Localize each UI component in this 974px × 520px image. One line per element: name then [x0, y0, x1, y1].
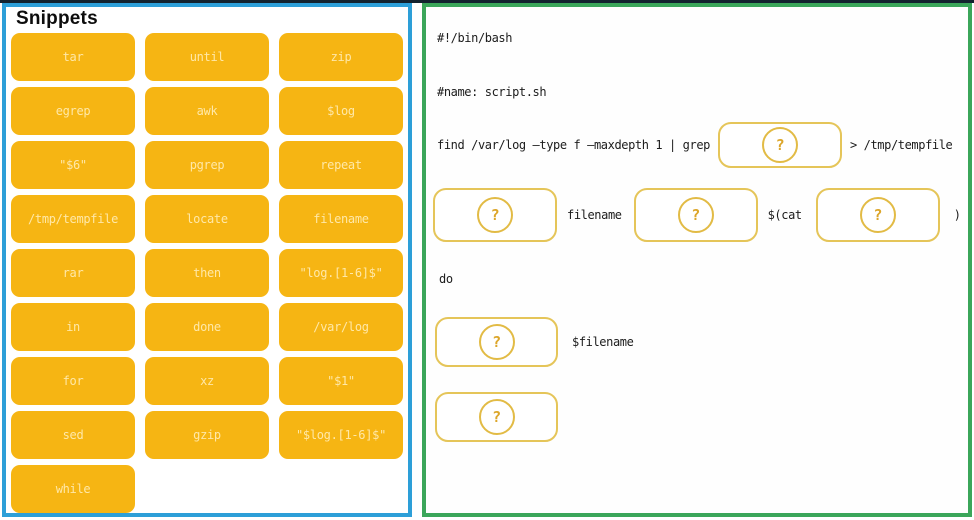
drop-zone-grep-arg[interactable]: ?	[718, 122, 842, 168]
snippet-button[interactable]: until	[145, 33, 269, 81]
snippet-button[interactable]: in	[11, 303, 135, 351]
drop-zone-loop-end[interactable]: ?	[435, 392, 558, 442]
question-mark-icon: ?	[477, 197, 513, 233]
snippet-button[interactable]: pgrep	[145, 141, 269, 189]
snippets-grid: tar until zip egrep awk $log "$6" pgrep …	[6, 33, 408, 513]
snippet-button[interactable]: zip	[279, 33, 403, 81]
loop-variable-text: filename	[567, 208, 622, 222]
code-line-shebang: #!/bin/bash	[437, 31, 512, 45]
snippets-panel: Snippets tar until zip egrep awk $log "$…	[2, 3, 412, 517]
snippet-button[interactable]: filename	[279, 195, 403, 243]
snippet-button[interactable]: done	[145, 303, 269, 351]
snippet-button[interactable]: /tmp/tempfile	[11, 195, 135, 243]
find-redirect-text: > /tmp/tempfile	[850, 138, 953, 152]
code-line-do: do	[439, 272, 453, 286]
drop-zone-cat-arg[interactable]: ?	[815, 188, 940, 242]
snippet-button[interactable]: while	[11, 465, 135, 513]
code-line-name-comment: #name: script.sh	[437, 85, 547, 99]
snippet-button[interactable]: "$1"	[279, 357, 403, 405]
paren-close-text: )	[953, 208, 961, 222]
name-comment-text: #name: script.sh	[437, 85, 547, 99]
code-line-find: find /var/log –type f –maxdepth 1 | grep…	[437, 122, 953, 168]
snippet-button[interactable]: "log.[1-6]$"	[279, 249, 403, 297]
snippet-button[interactable]: "$log.[1-6]$"	[279, 411, 403, 459]
body-variable-text: $filename	[572, 335, 634, 349]
code-line-loop-header: ? filename ? $(cat ? )	[433, 188, 961, 242]
question-mark-icon: ?	[762, 127, 798, 163]
do-keyword-text: do	[439, 272, 453, 286]
question-mark-icon: ?	[478, 399, 515, 435]
snippet-button[interactable]: repeat	[279, 141, 403, 189]
script-panel: #!/bin/bash #name: script.sh find /var/l…	[422, 3, 972, 517]
code-line-loop-body: ? $filename	[435, 317, 634, 367]
question-mark-icon: ?	[859, 197, 896, 233]
snippet-button[interactable]: sed	[11, 411, 135, 459]
snippet-button[interactable]: $log	[279, 87, 403, 135]
cat-open-text: $(cat	[767, 208, 803, 222]
snippet-button[interactable]: awk	[145, 87, 269, 135]
drop-zone-body-command[interactable]: ?	[435, 317, 558, 367]
snippet-button[interactable]: egrep	[11, 87, 135, 135]
question-mark-icon: ?	[478, 324, 515, 360]
snippets-panel-title: Snippets	[16, 8, 98, 29]
code-line-loop-end: ?	[435, 392, 558, 442]
snippet-button[interactable]: rar	[11, 249, 135, 297]
drop-zone-loop-keyword[interactable]: ?	[433, 188, 557, 242]
snippet-button[interactable]: tar	[11, 33, 135, 81]
question-mark-icon: ?	[677, 197, 714, 233]
snippet-button[interactable]: "$6"	[11, 141, 135, 189]
snippet-button[interactable]: /var/log	[279, 303, 403, 351]
snippet-button[interactable]: locate	[145, 195, 269, 243]
snippet-button[interactable]: gzip	[145, 411, 269, 459]
top-edge-line	[0, 0, 974, 3]
snippet-button[interactable]: xz	[145, 357, 269, 405]
find-command-text: find /var/log –type f –maxdepth 1 | grep	[437, 138, 710, 152]
snippet-button[interactable]: for	[11, 357, 135, 405]
snippet-button[interactable]: then	[145, 249, 269, 297]
shebang-text: #!/bin/bash	[437, 31, 513, 45]
drop-zone-loop-in[interactable]: ?	[633, 188, 758, 242]
